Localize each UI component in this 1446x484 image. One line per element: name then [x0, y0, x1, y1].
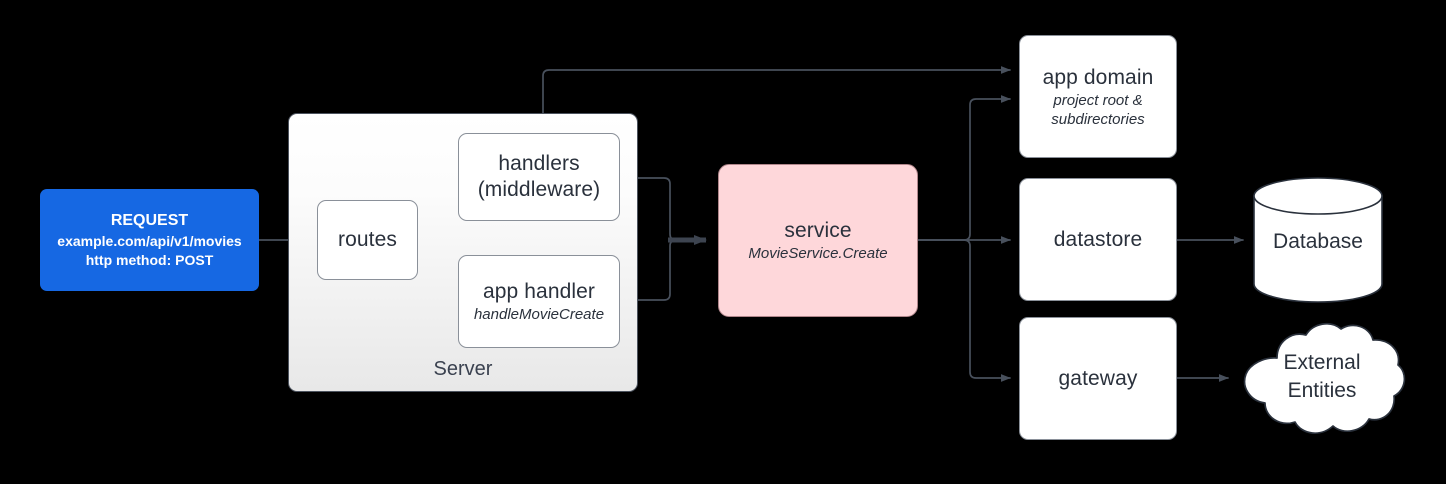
request-url: example.com/api/v1/movies [57, 233, 242, 249]
handlers-node[interactable]: handlers (middleware) [458, 133, 620, 221]
app-domain-node[interactable]: app domain project root & subdirectories [1019, 35, 1177, 158]
external-entities-line2: Entities [1287, 379, 1357, 402]
datastore-label: datastore [1053, 227, 1143, 251]
app-handler-sublabel: handleMovieCreate [473, 306, 605, 323]
routes-label: routes [338, 228, 397, 251]
service-node[interactable]: service MovieService.Create [718, 164, 918, 317]
handlers-label-line2: (middleware) [477, 178, 601, 201]
datastore-node[interactable]: datastore [1019, 178, 1177, 301]
app-domain-sublabel-line1: project root & [1053, 91, 1143, 109]
external-entities-label: External Entities [1236, 349, 1408, 405]
cloud-icon [1243, 322, 1406, 434]
service-label: service [784, 219, 852, 242]
server-label: Server [433, 358, 493, 380]
database-cylinder-icon [1253, 177, 1383, 303]
gateway-label: gateway [1058, 366, 1138, 390]
service-sublabel: MovieService.Create [748, 245, 888, 262]
edge-service-to-app-domain [917, 95, 1011, 241]
external-entities-node[interactable]: External Entities [1236, 318, 1408, 440]
routes-node[interactable]: routes [317, 200, 418, 280]
request-node[interactable]: REQUEST example.com/api/v1/movies http m… [40, 189, 259, 291]
database-node[interactable]: Database [1253, 177, 1383, 303]
gateway-node[interactable]: gateway [1019, 317, 1177, 440]
external-entities-line1: External [1283, 351, 1361, 374]
app-domain-sublabel-line2: subdirectories [1051, 110, 1145, 128]
database-label: Database [1273, 230, 1363, 253]
app-domain-label: app domain [1042, 65, 1154, 89]
edge-service-to-gateway [917, 239, 1011, 382]
handlers-label-line1: handlers [498, 152, 580, 175]
app-handler-node[interactable]: app handler handleMovieCreate [458, 255, 620, 348]
app-handler-label: app handler [482, 280, 596, 303]
request-method: http method: POST [85, 252, 214, 268]
request-title: REQUEST [110, 212, 189, 229]
